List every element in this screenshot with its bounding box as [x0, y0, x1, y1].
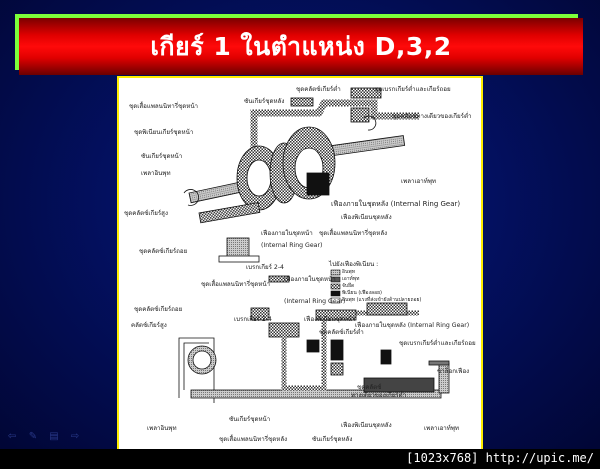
- slide-navigation: ⇦ ✎ ▤ ⇨: [6, 431, 81, 442]
- label-parking-pawl: ขาล็อกเฟือง: [437, 368, 470, 375]
- label-low-clutch: ชุดคลัตช์เกียร์ต่ำ: [296, 86, 341, 93]
- label-low-reverse-brake: ชุดเบรกเกียร์ต่ำและเกียร์ถอย: [374, 86, 451, 93]
- label-front-planetary-carrier: ชุดเสื้อแพลนนิทารี่ชุดหน้า: [201, 281, 271, 288]
- label-low-reverse-brake: ชุดเบรกเกียร์ต่ำและเกียร์ถอย: [399, 340, 476, 347]
- label-front-pinion: เฟืองพิเนียนชุดหน้า: [304, 316, 356, 323]
- slide-title: เกียร์ 1 ในตำแหน่ง D,3,2: [150, 31, 452, 61]
- label-front-ring-gear: เฟืองภายในชุดหน้า: [284, 276, 336, 283]
- label-reverse-clutch: ชุดคลัตช์เกียร์ถอย: [134, 306, 183, 313]
- slide: เกียร์ 1 ในตำแหน่ง D,3,2: [0, 0, 600, 454]
- label-rear-planetary-carrier: ชุดเสื้อแพลนนิทารี่ชุดหลัง: [219, 436, 288, 443]
- label-rear-sun-gear: ซันเกียร์ชุดหลัง: [244, 98, 285, 105]
- label-internal-ring-gear: (Internal Ring Gear): [261, 242, 323, 249]
- label-rear-pinion: เฟืองพิเนียนชุดหลัง: [341, 214, 392, 221]
- menu-icon[interactable]: ▤: [49, 431, 59, 442]
- label-rear-ring-gear: เฟืองภายในชุดหลัง (Internal Ring Gear): [355, 322, 470, 329]
- label-front-sun-gear: ซันเกียร์ชุดหน้า: [141, 153, 183, 160]
- legend-item: จับยึด: [342, 283, 355, 289]
- label-input-shaft: เพลาอินพุท: [141, 170, 171, 177]
- arrow-left-icon[interactable]: ⇦: [7, 431, 17, 442]
- legend-item: พิเนียน (เฟืองลอย): [342, 290, 382, 296]
- label-output-shaft: เพลาเอาท์พุท: [424, 425, 460, 432]
- diagram-drawing: [178, 87, 450, 403]
- label-front-ring-gear: เฟืองภายในชุดหน้า: [261, 230, 313, 237]
- label-front-sun-gear: ซันเกียร์ชุดหน้า: [229, 416, 271, 423]
- label-rear-sun-gear: ซันเกียร์ชุดหลัง: [312, 436, 353, 443]
- label-one-way-clutch: ชุดคลัตช์: [357, 384, 382, 391]
- label-high-clutch: คลัตช์เกียร์สูง: [131, 322, 167, 329]
- label-2-4-brake: เบรกเกียร์ 2-4: [234, 316, 272, 323]
- label-low-one-way-clutch: ชุดคลัตช์ทางเดียวของเกียร์ต่ำ: [392, 113, 472, 120]
- legend-item: อินพุท: [342, 269, 356, 275]
- legend-item: อินพุท (แรงที่ส่งเข้ายังด้านปลายถอย): [342, 297, 422, 303]
- pen-icon[interactable]: ✎: [28, 431, 38, 442]
- label-output-shaft: เพลาเอาท์พุท: [401, 178, 437, 185]
- label-rear-pinion: เฟืองพิเนียนชุดหลัง: [341, 422, 392, 429]
- label-input-shaft: เพลาอินพุท: [147, 425, 177, 432]
- legend-item: เอาท์พุท: [342, 276, 360, 282]
- legend-swatches: [330, 269, 341, 304]
- legend-title: ไปยังเฟืองพิเนียน :: [329, 261, 379, 268]
- title-bar: เกียร์ 1 ในตำแหน่ง D,3,2: [19, 18, 583, 75]
- bottom-schematic: [178, 275, 450, 403]
- footer-bar: [1023x768] http://upic.me/: [0, 449, 600, 469]
- arrow-right-icon[interactable]: ⇨: [70, 431, 80, 442]
- label-one-way-clutch-2: ทางเดียวของเกียร์ต่ำ: [351, 392, 407, 399]
- label-2-4-brake: เบรกเกียร์ 2-4: [246, 264, 284, 271]
- label-rear-planetary-carrier: ชุดเสื้อแพลนนิทารี่ชุดหลัง: [319, 230, 388, 237]
- label-high-clutch: ชุดคลัตช์เกียร์สูง: [124, 210, 168, 217]
- label-front-planetary-carrier: ชุดเสื้อแพลนนิทารี่ชุดหน้า: [129, 103, 199, 110]
- transmission-diagram: ชุดคลัตช์เกียร์ต่ำ ชุดเบรกเกียร์ต่ำและเก…: [117, 76, 483, 454]
- label-reverse-clutch: ชุดคลัตช์เกียร์ถอย: [139, 248, 188, 255]
- top-cutaway: [183, 87, 419, 263]
- watermark: [1023x768] http://upic.me/: [406, 451, 594, 465]
- label-front-pinion: ชุดพิเนียนเกียร์ชุดหน้า: [134, 129, 194, 136]
- label-rear-ring-gear: เฟืองภายในชุดหลัง (Internal Ring Gear): [331, 200, 461, 208]
- label-internal-ring-gear: (Internal Ring Gear): [284, 298, 346, 305]
- label-low-clutch: ชุดคลัตช์เกียร์ต่ำ: [319, 329, 364, 336]
